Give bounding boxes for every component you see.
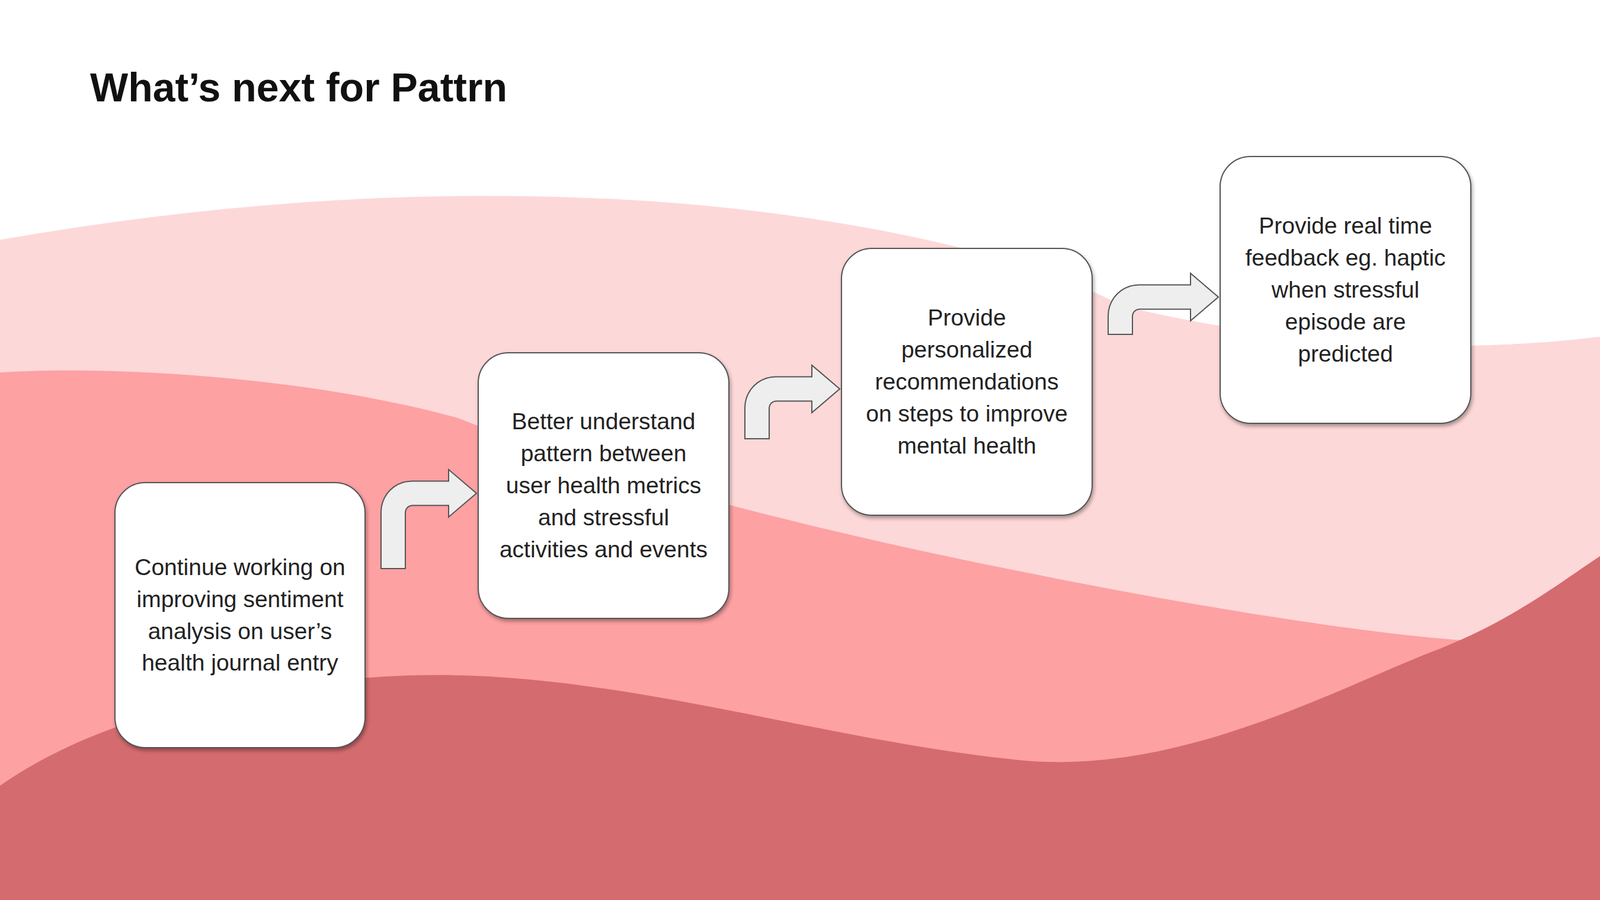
step-box: Provide personalized recommendations on … [840, 247, 1093, 516]
step-text: Provide real time feedback eg. haptic wh… [1238, 209, 1453, 370]
step-text: Continue working on improving sentiment … [133, 551, 347, 679]
slide-title: What’s next for Pattrn [90, 64, 508, 111]
step-text: Provide personalized recommendations on … [859, 301, 1074, 462]
step-box: Continue working on improving sentiment … [114, 481, 366, 748]
bent-arrow [744, 365, 840, 439]
step-box: Provide real time feedback eg. haptic wh… [1219, 155, 1472, 424]
mid-wave [0, 370, 1600, 900]
bent-arrow [381, 469, 477, 569]
step-box: Better understand pattern between user h… [477, 352, 730, 619]
step-text: Better understand pattern between user h… [496, 405, 711, 565]
light-wave [0, 195, 1600, 900]
bent-arrow [1108, 273, 1219, 335]
